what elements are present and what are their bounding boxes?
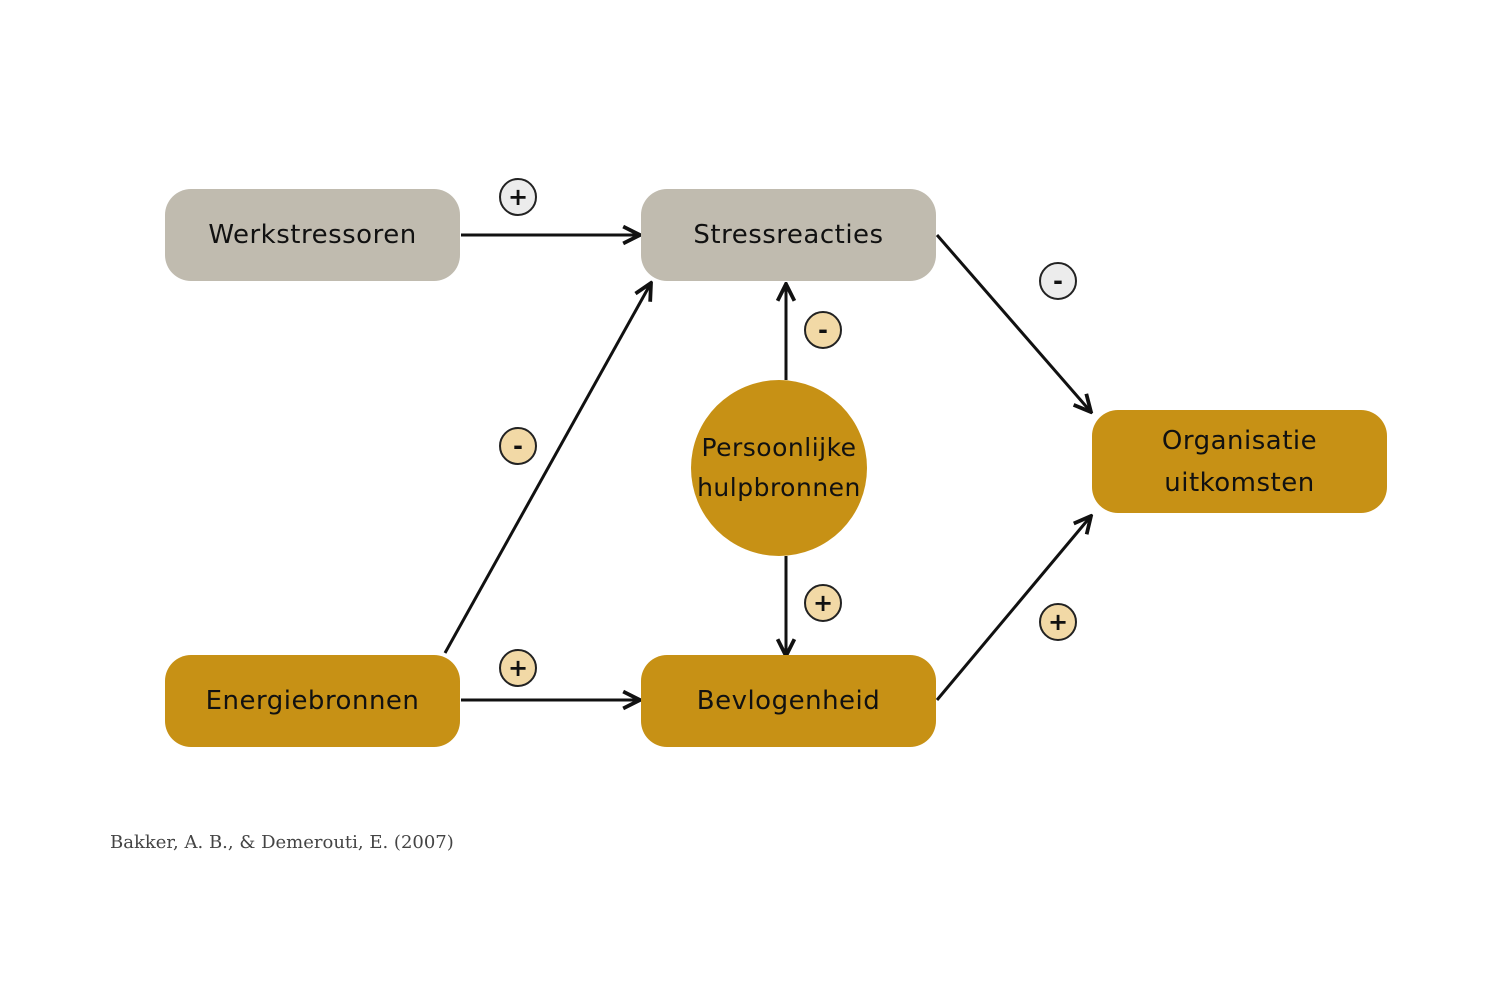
sign-badge-werkstressoren-stressreacties: + — [499, 178, 537, 216]
arrow-stressreacties-organisatie — [935, 234, 1091, 412]
node-bevlogenheid-label: Bevlogenheid — [696, 686, 881, 716]
sign-badge-hulpbronnen-bevlogenheid: + — [804, 584, 842, 622]
node-stressreacties: Stressreacties — [641, 189, 936, 281]
sign-badge-hulpbronnen-stressreacties: - — [804, 311, 842, 349]
node-organisatie-uitkomsten-label: Organisatie uitkomsten — [1161, 425, 1318, 498]
node-organisatie-uitkomsten: Organisatie uitkomsten — [1092, 410, 1387, 513]
node-energiebronnen: Energiebronnen — [165, 655, 460, 747]
node-persoonlijke-hulpbronnen-label: Persoonlijke hulpbronnen — [697, 433, 861, 502]
arrow-bevlogenheid-organisatie — [935, 516, 1091, 701]
sign-badge-energiebronnen-bevlogenheid: + — [499, 649, 537, 687]
sign-badge-stressreacties-organisatie: - — [1039, 262, 1077, 300]
citation: Bakker, A. B., & Demerouti, E. (2007) — [110, 832, 454, 853]
sign-badge-bevlogenheid-organisatie: + — [1039, 603, 1077, 641]
node-werkstressoren: Werkstressoren — [165, 189, 460, 281]
node-energiebronnen-label: Energiebronnen — [205, 686, 420, 716]
sign-badge-energiebronnen-stressreacties: - — [499, 427, 537, 465]
node-werkstressoren-label: Werkstressoren — [208, 220, 417, 250]
arrow-energiebronnen-stressreacties — [443, 283, 651, 654]
node-stressreacties-label: Stressreacties — [693, 220, 884, 250]
node-bevlogenheid: Bevlogenheid — [641, 655, 936, 747]
node-persoonlijke-hulpbronnen: Persoonlijke hulpbronnen — [691, 380, 867, 556]
